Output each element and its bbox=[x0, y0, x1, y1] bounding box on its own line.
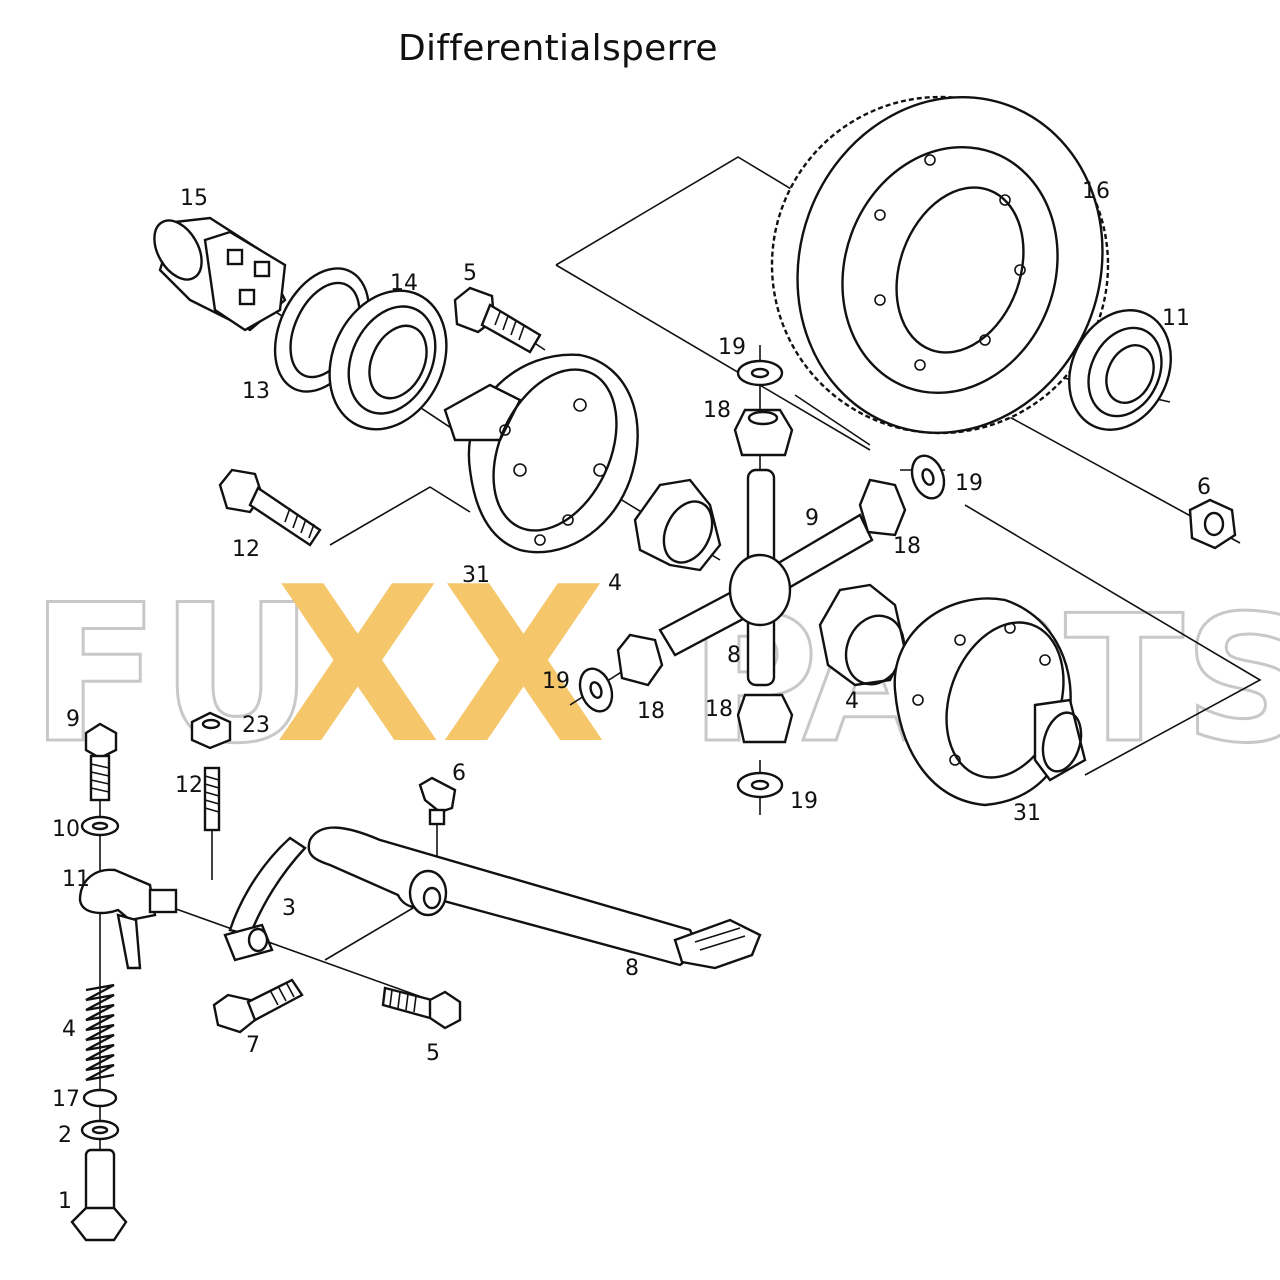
part-6-grease-nipple bbox=[418, 776, 457, 826]
watermark-prefix: FU bbox=[30, 564, 314, 785]
callout-6-lower: 6 bbox=[452, 761, 466, 786]
part-14-ball-bearing bbox=[328, 289, 448, 431]
part-6-nut-right bbox=[1188, 498, 1237, 550]
part-12-bolt-upper bbox=[218, 468, 322, 547]
callout-19-left: 19 bbox=[542, 669, 570, 694]
callout-6-upper: 6 bbox=[1197, 475, 1211, 500]
pinion-18-top bbox=[733, 408, 794, 457]
callout-18-bottom: 18 bbox=[705, 697, 733, 722]
part-8-pedal-arm bbox=[307, 826, 762, 970]
part-4-spring-lower bbox=[85, 983, 115, 1082]
pinion-18-left bbox=[616, 633, 664, 687]
callout-5-lower: 5 bbox=[426, 1041, 440, 1066]
part-11-lever-lower bbox=[78, 868, 178, 970]
part-17-washer bbox=[82, 1088, 118, 1108]
callout-4-spring: 4 bbox=[62, 1017, 76, 1042]
part-11-bearing-right bbox=[1068, 309, 1172, 431]
callout-11-lower: 11 bbox=[62, 867, 90, 892]
part-12-stud-lower bbox=[203, 766, 221, 832]
washer-19-top bbox=[736, 359, 784, 387]
callout-31-upper: 31 bbox=[462, 563, 490, 588]
diagram-title: Differentialsperre bbox=[398, 28, 718, 69]
callout-1: 1 bbox=[58, 1189, 72, 1214]
callout-12-upper: 12 bbox=[232, 537, 260, 562]
part-5-bolt-upper bbox=[453, 286, 542, 354]
callout-14: 14 bbox=[390, 271, 418, 296]
callout-19-right: 19 bbox=[955, 471, 983, 496]
callout-18-right: 18 bbox=[893, 534, 921, 559]
callout-17: 17 bbox=[52, 1087, 80, 1112]
part-31-differential-housing-lower bbox=[893, 597, 1087, 807]
callout-11-upper: 11 bbox=[1162, 306, 1190, 331]
callout-4-lower: 4 bbox=[845, 689, 859, 714]
part-15-dog-clutch-sleeve bbox=[153, 216, 287, 332]
pinion-18-right bbox=[858, 478, 907, 537]
part-16-crown-gear bbox=[770, 95, 1110, 435]
watermark-xx: XX bbox=[275, 540, 607, 791]
callout-31-lower: 31 bbox=[1013, 801, 1041, 826]
part-10-washer bbox=[80, 815, 120, 837]
callout-16: 16 bbox=[1082, 179, 1110, 204]
callout-23: 23 bbox=[242, 713, 270, 738]
part-4-side-gear-upper bbox=[633, 478, 722, 572]
part-1-pin-bolt bbox=[70, 1148, 128, 1242]
callout-18-left: 18 bbox=[637, 699, 665, 724]
callout-13: 13 bbox=[242, 379, 270, 404]
callouts: 15 14 13 5 12 31 4 16 11 6 19 18 19 9 18… bbox=[52, 179, 1211, 1214]
callout-8-upper: 8 bbox=[727, 643, 741, 668]
callout-19-top: 19 bbox=[718, 335, 746, 360]
part-2-washer bbox=[80, 1119, 120, 1141]
callout-8-lower: 8 bbox=[625, 956, 639, 981]
washer-19-left bbox=[578, 667, 614, 713]
lower-leader-lines bbox=[99, 750, 438, 1160]
part-7-bolt bbox=[212, 978, 304, 1034]
callout-10: 10 bbox=[52, 817, 80, 842]
part-31-differential-housing-upper bbox=[443, 353, 639, 554]
callout-5-upper: 5 bbox=[463, 261, 477, 286]
callout-3: 3 bbox=[282, 896, 296, 921]
washer-19-bottom bbox=[736, 771, 784, 799]
callout-12-lower: 12 bbox=[175, 773, 203, 798]
callout-15: 15 bbox=[180, 186, 208, 211]
part-9-bolt-lower bbox=[84, 722, 118, 802]
callout-4-upper: 4 bbox=[608, 571, 622, 596]
callout-18-top: 18 bbox=[703, 398, 731, 423]
callout-19-bottom: 19 bbox=[790, 789, 818, 814]
callout-2: 2 bbox=[58, 1123, 72, 1148]
washer-19-right bbox=[910, 454, 946, 500]
callout-7: 7 bbox=[246, 1033, 260, 1058]
pinion-18-bottom bbox=[736, 693, 794, 744]
part-5-bolt-lower bbox=[381, 986, 462, 1030]
part-8-differential-spider bbox=[658, 468, 874, 687]
callout-9-lower: 9 bbox=[66, 707, 80, 732]
part-4-side-gear-lower bbox=[818, 583, 907, 687]
part-23-nut bbox=[190, 711, 232, 750]
part-3-link-rod bbox=[223, 836, 307, 962]
callout-9-upper: 9 bbox=[805, 506, 819, 531]
